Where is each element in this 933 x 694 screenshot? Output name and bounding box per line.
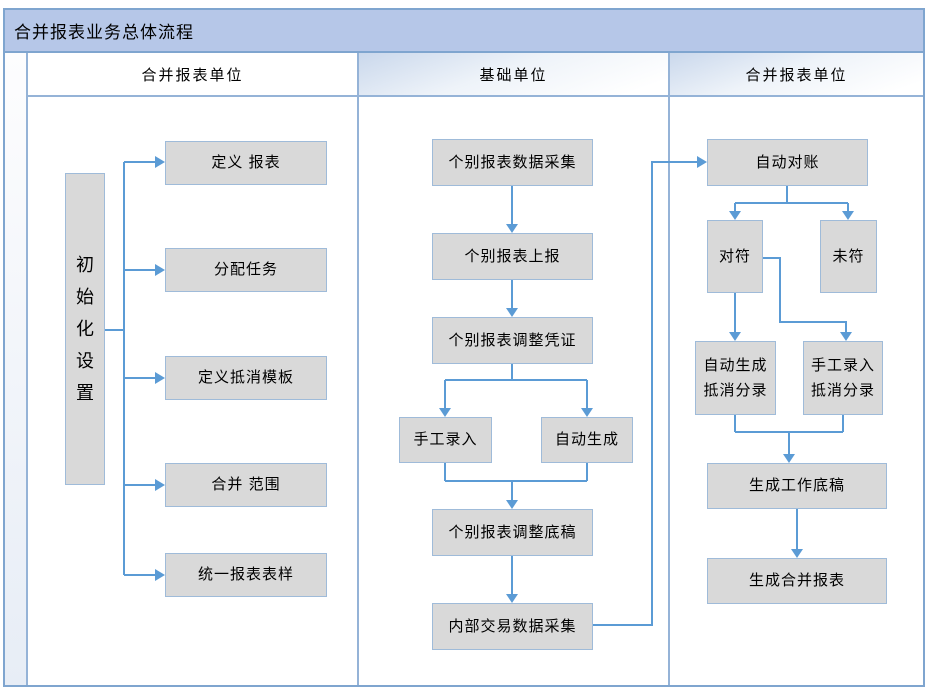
- node-define-report: 定义 报表: [165, 141, 327, 185]
- lane-spacer: [5, 53, 28, 685]
- diagram-title: 合并报表业务总体流程: [14, 23, 194, 42]
- node-generate-consolidated-report: 生成合并报表: [707, 558, 887, 604]
- node-internal-transaction-data-collection: 内部交易数据采集: [432, 603, 593, 650]
- node-auto-reconciliation: 自动对账: [707, 139, 868, 186]
- lane-consolidation-unit-left: 合并报表单位: [28, 53, 359, 685]
- node-init-setup: 初始化设置: [65, 173, 105, 485]
- lane-consolidation-unit-right: 合并报表单位: [670, 53, 923, 685]
- node-unmatched: 未符: [820, 220, 877, 293]
- node-auto-generate: 自动生成: [541, 417, 633, 463]
- node-individual-report-adjustment-draft: 个别报表调整底稿: [432, 509, 593, 556]
- node-define-elimination-template: 定义抵消模板: [165, 356, 327, 400]
- node-auto-generate-elimination-entries: 自动生成抵消分录: [695, 341, 776, 415]
- lane-header-consolidation-unit-left: 合并报表单位: [28, 53, 357, 97]
- swimlanes: 合并报表单位 基础单位 合并报表单位: [5, 53, 923, 685]
- lane-header-base-unit: 基础单位: [359, 53, 668, 97]
- node-consolidation-scope: 合并 范围: [165, 463, 327, 507]
- node-generate-working-paper: 生成工作底稿: [707, 463, 887, 509]
- title-bar: 合并报表业务总体流程: [5, 10, 923, 53]
- node-assign-task: 分配任务: [165, 248, 327, 292]
- lane-header-consolidation-unit-right: 合并报表单位: [670, 53, 923, 97]
- node-individual-report-data-collection: 个别报表数据采集: [432, 139, 593, 186]
- node-matched: 对符: [707, 220, 763, 293]
- node-individual-report-adjustment-voucher: 个别报表调整凭证: [432, 317, 593, 364]
- node-unified-report-style: 统一报表表样: [165, 553, 327, 597]
- node-individual-report-submission: 个别报表上报: [432, 233, 593, 280]
- node-manual-entry-elimination-entries: 手工录入抵消分录: [803, 341, 883, 415]
- node-manual-entry: 手工录入: [399, 417, 492, 463]
